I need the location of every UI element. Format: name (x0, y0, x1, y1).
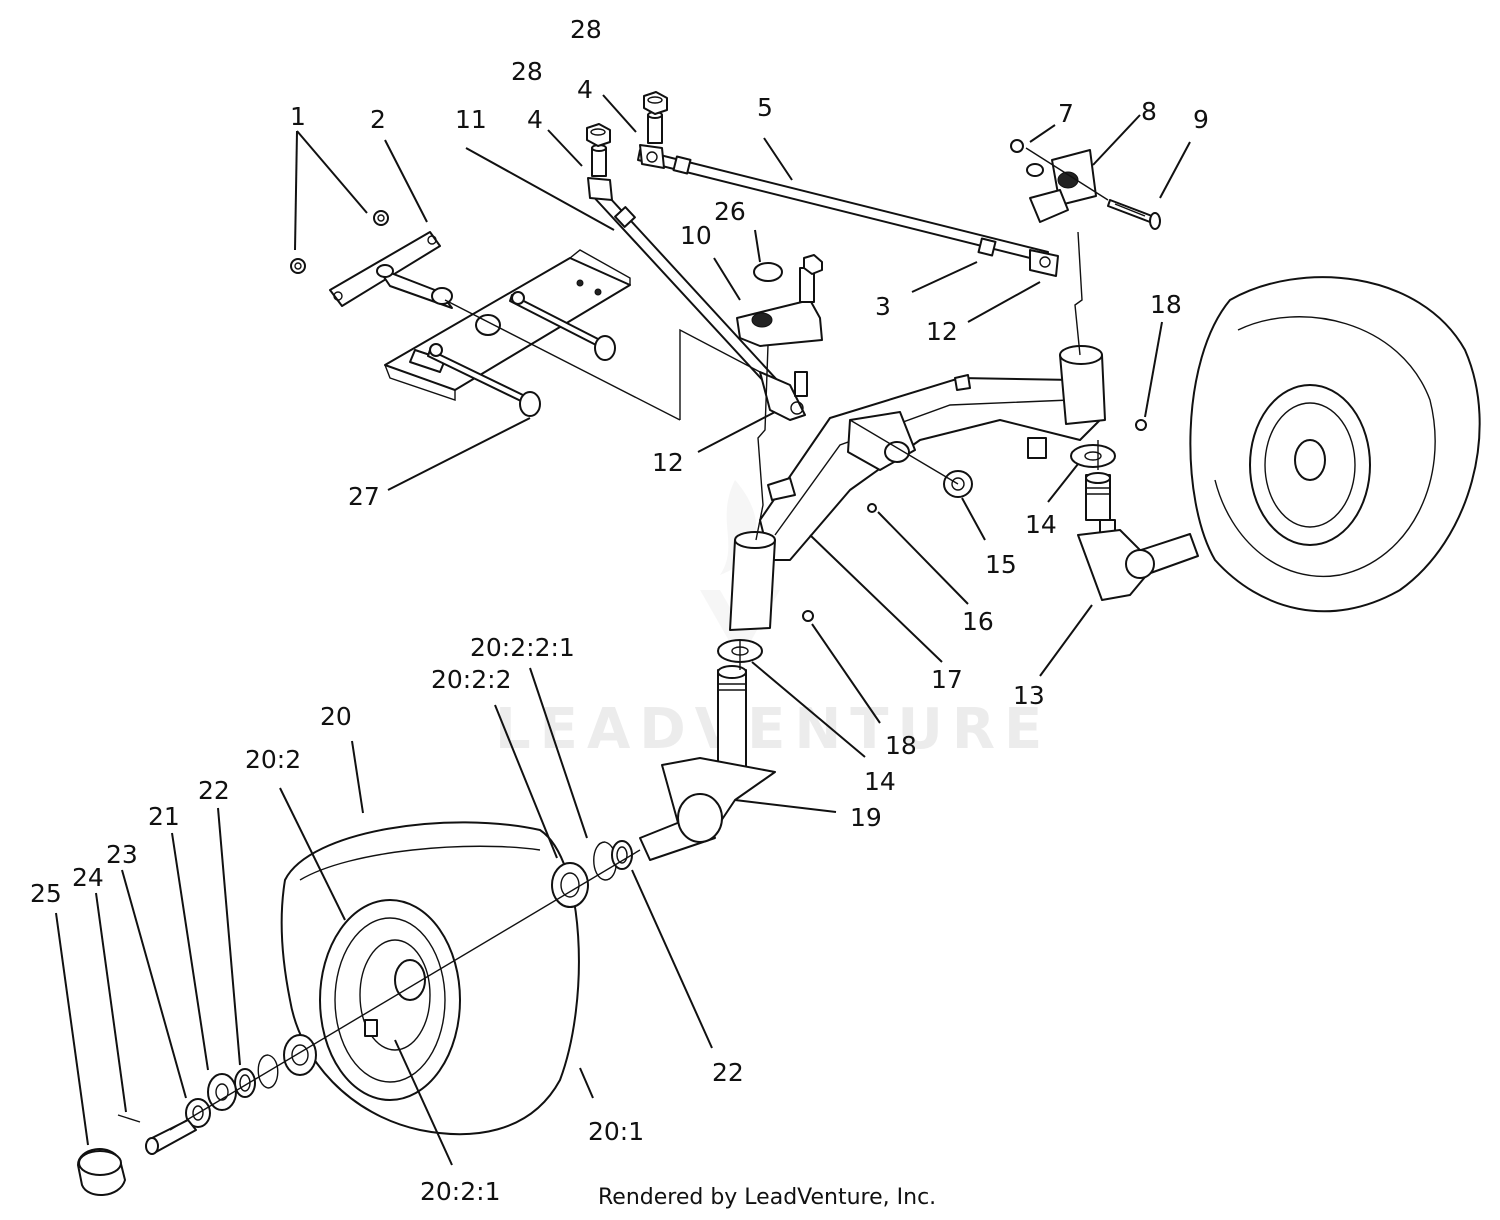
axle-bracket (384, 249, 631, 401)
mounting-plate (329, 231, 453, 309)
carriage-bolt (427, 291, 616, 417)
callout-label: 20:2 (245, 745, 301, 774)
callout-label: 4 (577, 75, 593, 104)
callout-label: 23 (106, 840, 138, 869)
flat-washer (185, 840, 633, 1128)
callout-label: 12 (926, 317, 958, 346)
callout-label: 21 (148, 802, 180, 831)
callout-label: 27 (348, 482, 380, 511)
callout-label: 1 (290, 102, 306, 131)
callout-label: 28 (511, 57, 543, 86)
left-wheel (280, 821, 580, 1136)
callout-label: 15 (985, 550, 1017, 579)
callout-label: 5 (757, 93, 773, 122)
dust-cap (753, 262, 783, 282)
callout-label: 17 (931, 665, 963, 694)
callout-label: 14 (1025, 510, 1057, 539)
callout-label: 18 (885, 731, 917, 760)
callout-label: 12 (652, 448, 684, 477)
assembly-center-line (169, 147, 1109, 1131)
axle-bolt (145, 1119, 197, 1155)
callout-label: 11 (455, 105, 487, 134)
callout-label: 16 (962, 607, 994, 636)
callout-label: 20 (320, 702, 352, 731)
lock-nut (586, 91, 668, 147)
callout-label: 13 (1013, 681, 1045, 710)
callout-label: 20:2:1 (420, 1177, 500, 1206)
callout-label: 14 (864, 767, 896, 796)
callout-label: 7 (1058, 99, 1074, 128)
callout-label: 25 (30, 879, 62, 908)
callout-label: 19 (850, 803, 882, 832)
hex-nut (290, 210, 389, 274)
steering-arm-right (1010, 139, 1097, 223)
callout-label: 9 (1193, 105, 1209, 134)
tie-rod (637, 144, 1059, 277)
callout-labels: 1 2 3 4 4 5 7 8 9 10 11 12 12 13 14 14 1… (30, 15, 1209, 1206)
render-credit: Rendered by LeadVenture, Inc. (598, 1185, 936, 1210)
callout-label: 2 (370, 105, 386, 134)
spindle-tube (729, 345, 1106, 631)
callout-label: 20:2:2:1 (470, 633, 575, 662)
callout-label: 28 (570, 15, 602, 44)
callout-label: 26 (714, 197, 746, 226)
callout-label: 20:1 (588, 1117, 644, 1146)
steering-arm-left (736, 254, 823, 397)
ball-joint-stud (591, 111, 663, 177)
callout-label: 22 (198, 776, 230, 805)
grease-fitting (867, 503, 877, 513)
cap-screw (1107, 199, 1161, 230)
callout-label: 22 (712, 1058, 744, 1087)
hub-cap (77, 1148, 126, 1197)
callout-label: 8 (1141, 97, 1157, 126)
spindle-left (639, 665, 776, 861)
callout-label: 20:2:2 (431, 665, 511, 694)
callout-label: 10 (680, 221, 712, 250)
grease-fitting (802, 610, 814, 622)
grease-fitting (1135, 419, 1147, 431)
spindle-right (1077, 472, 1199, 601)
watermark-text: LEADVENTURE (495, 697, 1051, 762)
cotter-pin (117, 1114, 141, 1123)
front-axle (759, 374, 1101, 561)
leader-lines (55, 94, 1191, 1166)
callout-label: 24 (72, 863, 104, 892)
callout-label: 4 (527, 105, 543, 134)
callout-label: 18 (1150, 290, 1182, 319)
wheel-bearing (283, 862, 589, 1076)
callout-label: 3 (875, 292, 891, 321)
right-wheel (1189, 276, 1481, 613)
drag-link (587, 177, 806, 421)
